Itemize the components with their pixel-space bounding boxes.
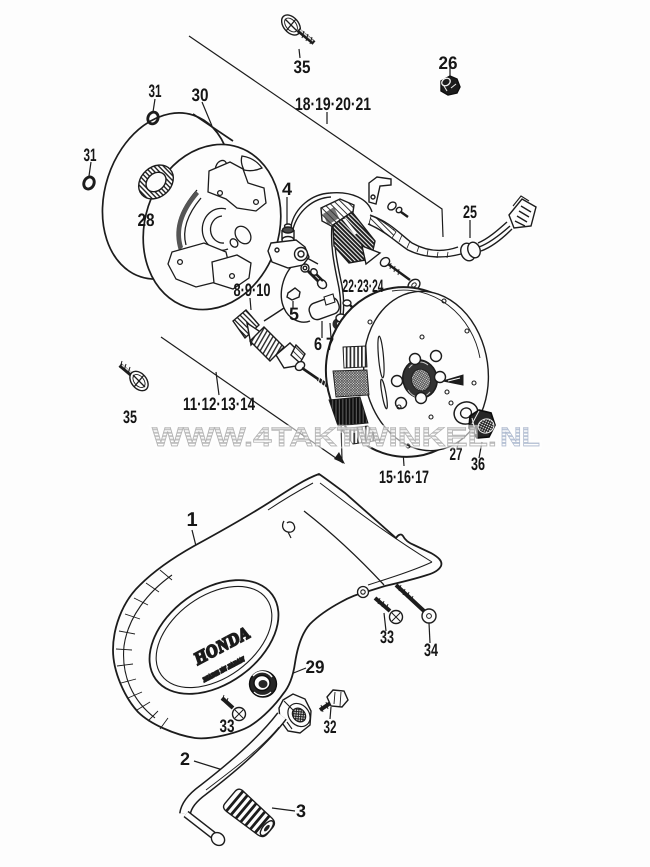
svg-text:4: 4 bbox=[282, 179, 292, 199]
svg-text:15·16·17: 15·16·17 bbox=[379, 467, 429, 487]
svg-text:1: 1 bbox=[186, 509, 197, 531]
svg-text:8·9·10: 8·9·10 bbox=[234, 280, 271, 300]
svg-text:30: 30 bbox=[192, 85, 209, 105]
svg-text:36: 36 bbox=[471, 454, 485, 474]
svg-text:29: 29 bbox=[306, 657, 325, 677]
svg-text:26: 26 bbox=[439, 53, 458, 73]
svg-text:WWW.4TAKTWINKEL.: WWW.4TAKTWINKEL. bbox=[152, 422, 497, 452]
svg-text:11·12·13·14: 11·12·13·14 bbox=[183, 394, 255, 414]
svg-text:31: 31 bbox=[84, 145, 97, 165]
svg-text:35: 35 bbox=[123, 407, 137, 427]
svg-text:31: 31 bbox=[149, 81, 162, 101]
svg-text:32: 32 bbox=[324, 717, 337, 737]
svg-text:5: 5 bbox=[289, 304, 299, 324]
svg-text:6 7: 6 7 bbox=[314, 334, 334, 354]
svg-text:22·23·24: 22·23·24 bbox=[343, 276, 384, 296]
svg-text:35: 35 bbox=[294, 57, 311, 77]
svg-text:18·19·20·21: 18·19·20·21 bbox=[295, 94, 371, 114]
svg-text:34: 34 bbox=[424, 640, 438, 660]
svg-text:NL: NL bbox=[500, 422, 540, 452]
svg-text:33: 33 bbox=[220, 716, 235, 736]
svg-text:WWW.4TAKTWINKEL.: WWW.4TAKTWINKEL. bbox=[152, 422, 497, 452]
svg-text:27: 27 bbox=[450, 444, 463, 464]
svg-text:25: 25 bbox=[463, 202, 477, 222]
svg-text:3: 3 bbox=[296, 801, 306, 821]
svg-text:2: 2 bbox=[180, 749, 190, 769]
svg-text:33: 33 bbox=[380, 627, 394, 647]
svg-text:28: 28 bbox=[138, 210, 155, 230]
svg-text:NL: NL bbox=[500, 422, 540, 452]
